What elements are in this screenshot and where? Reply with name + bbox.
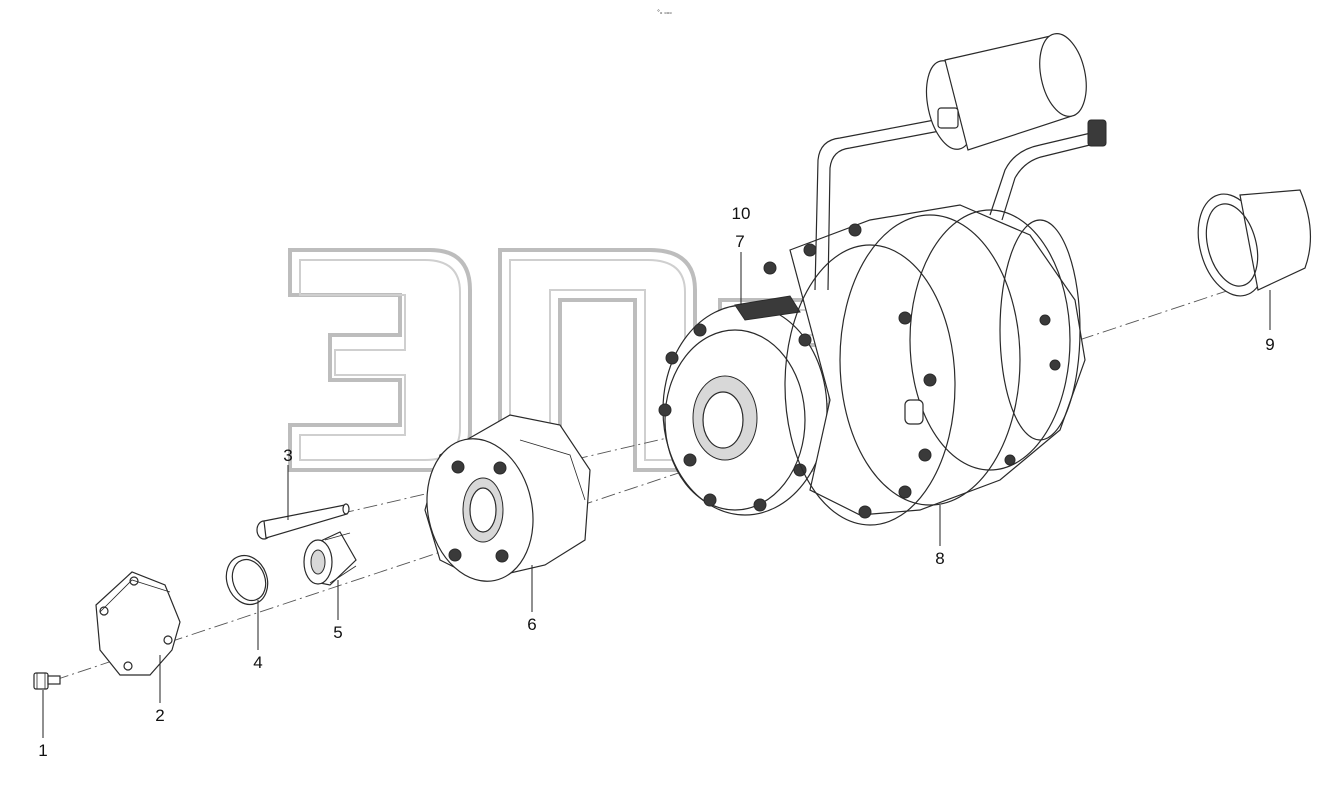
part-3-long-bolt (256, 503, 350, 540)
part-5-spline-gear (303, 531, 357, 586)
part-1-bolt (33, 672, 61, 690)
accumulator-assembly (814, 33, 1107, 291)
callout-2: 2 (155, 706, 164, 725)
part-7-drive-hub (658, 295, 828, 516)
assembly-axis (54, 269, 1291, 681)
leader-lines (42, 252, 1271, 738)
part-2-cover-plate (95, 571, 181, 676)
callout-9: 9 (1265, 335, 1274, 354)
callout-1: 1 (38, 741, 47, 760)
callout-4: 4 (253, 653, 262, 672)
callout-10: 10 (732, 204, 751, 223)
callout-7: 7 (735, 232, 744, 251)
header-caption: °ₒ ₒₒₒ (657, 9, 672, 16)
callout-6: 6 (527, 615, 536, 634)
part-9-cap (1197, 189, 1312, 297)
part-4-snap-ring (225, 554, 269, 606)
callout-8: 8 (935, 549, 944, 568)
part-6-carrier (424, 414, 591, 582)
part-8-motor-housing (763, 204, 1086, 526)
part-10-seal (734, 295, 801, 321)
callout-3: 3 (283, 446, 292, 465)
callout-5: 5 (333, 623, 342, 642)
